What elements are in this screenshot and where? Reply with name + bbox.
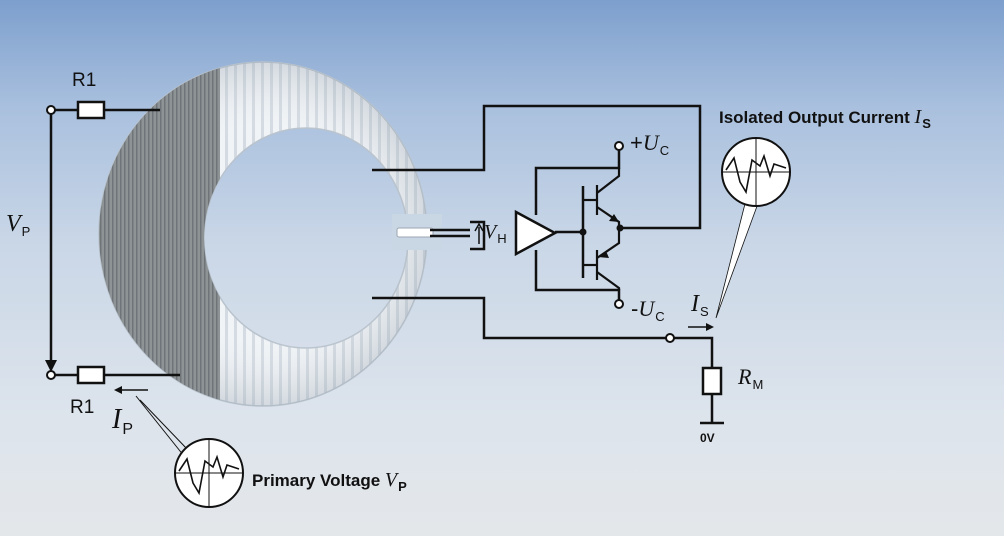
vh-subscript: H [497,231,507,246]
output-callout-label: Isolated Output Current IS [719,107,931,130]
primary-callout-pointer [135,395,189,457]
primary-callout-symbol: V [384,469,398,491]
transistor-pnp [583,228,621,290]
air-gap [392,214,442,250]
plus-uc-symbol: U [642,130,659,155]
ip-subscript: P [122,421,133,438]
secondary-wires [372,104,714,423]
output-callout-text: Isolated Output Current [719,108,910,127]
pnp-emitter-arrow [598,251,609,258]
vp-symbol: V [6,211,21,237]
resistor-r1-bottom [76,365,106,385]
label-ip: IP [112,405,133,438]
rm-symbol: R [738,364,752,389]
label-vh: VH [484,222,507,245]
vh-symbol: V [484,221,497,243]
supply-minus-terminal [614,299,624,309]
npn-emitter-arrow [609,214,619,222]
label-r1-bottom: R1 [70,397,95,418]
label-r1-top: R1 [72,70,97,91]
vp-arrow-head [45,360,57,372]
vp-subscript: P [21,224,31,239]
minus-uc-subscript: C [655,309,665,324]
ip-arrow [114,386,148,394]
primary-callout-label: Primary Voltage VP [252,470,407,493]
rm-subscript: M [752,377,764,392]
is-arrow [688,323,714,331]
primary-wires [49,108,180,377]
label-is: IS [691,292,709,318]
label-0v: 0V [700,431,715,445]
label-minus-uc: -UC [631,296,665,324]
is-subscript: S [700,304,709,319]
output-callout-pointer [715,191,761,319]
vh-arrow [474,222,484,244]
plus-uc-subscript: C [659,143,670,158]
ip-symbol: I [112,404,122,435]
output-callout-symbol: I [914,106,922,128]
terminal-bottom [46,370,56,380]
primary-callout-subscript: P [398,479,407,494]
resistor-r1-top [76,100,106,120]
primary-callout-text: Primary Voltage [252,471,381,490]
primary-waveform-icon [174,438,244,508]
label-vp: VP [6,212,30,238]
plus-uc-sign: + [630,130,643,155]
supply-plus-terminal [614,141,624,151]
output-terminal [665,333,675,343]
minus-uc-symbol: U [638,296,655,321]
amplifier [514,209,558,257]
hall-sensor-leads [430,228,470,238]
output-waveform-icon [721,137,791,207]
resistor-rm [701,366,723,396]
terminal-top [46,105,56,115]
label-plus-uc: +UC [630,130,670,158]
output-callout-subscript: S [922,116,931,131]
output-node [616,224,624,232]
minus-uc-sign: - [631,296,639,321]
label-rm: RM [738,364,764,392]
base-node [579,228,587,236]
primary-winding [99,68,220,400]
is-symbol: I [691,291,699,317]
